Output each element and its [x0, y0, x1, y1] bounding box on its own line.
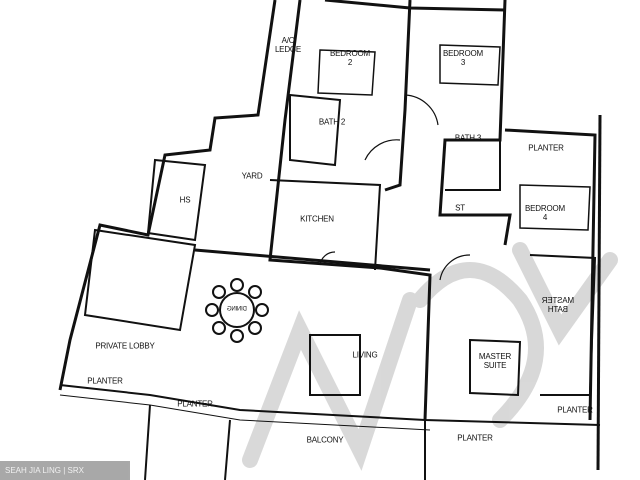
- planter-label: PLANTER: [457, 433, 493, 443]
- room-label-yard: YARD: [241, 171, 263, 181]
- room-label-private-lobby: PRIVATE LOBBY: [95, 341, 155, 351]
- room-label-bedroom-4: BEDROOM 4: [525, 204, 565, 222]
- dining-table: [205, 278, 269, 343]
- room-label-ac-ledge: A/C LEDGE: [274, 36, 302, 54]
- room-label-kitchen: KITCHEN: [300, 214, 334, 224]
- room-label-bedroom-2: BEDROOM 2: [330, 49, 370, 67]
- room-label-bedroom-3: BEDROOM 3: [443, 49, 483, 67]
- room-label-living: LIVING: [352, 350, 378, 360]
- watermark-label: SEAH JIA LING | SRX PROPERTY: [0, 461, 130, 480]
- room-label-balcony: BALCONY: [306, 435, 344, 445]
- room-label-bath-3: BATH 3: [454, 133, 482, 143]
- room-label-master-bath: MASTER BATH: [541, 296, 575, 314]
- room-label-st: ST: [455, 203, 465, 213]
- planter-label: PLANTER: [87, 376, 123, 386]
- walls: [58, 0, 602, 480]
- room-label-dining: DINING: [227, 306, 247, 313]
- doors: [319, 94, 471, 281]
- planter-label: PLANTER: [177, 399, 213, 409]
- planter-label: PLANTER: [557, 405, 593, 415]
- room-label-bath-2: BATH 2: [318, 117, 346, 127]
- room-label-hs: HS: [179, 195, 191, 205]
- planter-label: PLANTER: [528, 143, 564, 153]
- room-label-master-suite: MASTER SUITE: [478, 352, 512, 370]
